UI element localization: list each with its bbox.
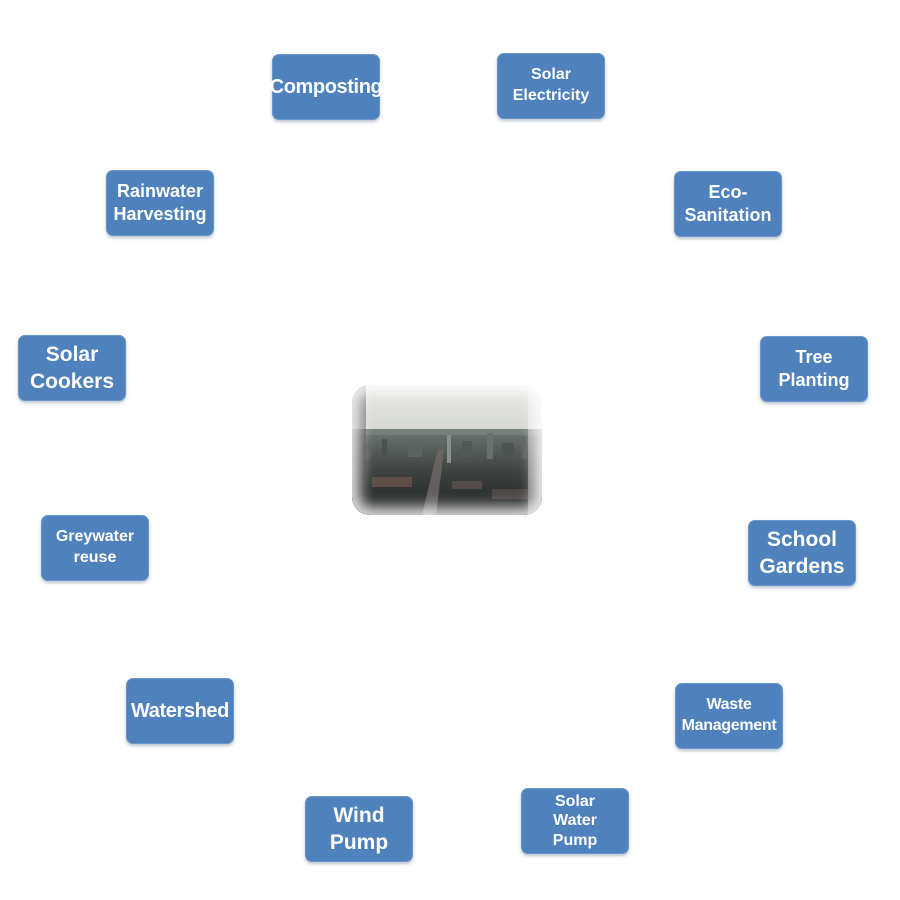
node-composting: Composting <box>270 54 383 120</box>
node-solar-water-pump: Solar Water Pump <box>521 788 629 854</box>
node-tree-planting: Tree Planting <box>760 336 868 402</box>
city-skyline-photo <box>352 385 542 515</box>
node-watershed: Watershed <box>126 678 234 744</box>
node-solar-electricity: Solar Electricity <box>497 53 605 119</box>
node-solar-cookers: Solar Cookers <box>18 335 126 401</box>
node-rainwater-harvesting: Rainwater Harvesting <box>106 170 214 236</box>
node-eco-sanitation: Eco- Sanitation <box>674 171 782 237</box>
node-wind-pump: Wind Pump <box>305 796 413 862</box>
node-waste-management: Waste Management <box>675 683 783 749</box>
node-school-gardens: School Gardens <box>748 520 856 586</box>
node-greywater-reuse: Greywater reuse <box>41 515 149 581</box>
